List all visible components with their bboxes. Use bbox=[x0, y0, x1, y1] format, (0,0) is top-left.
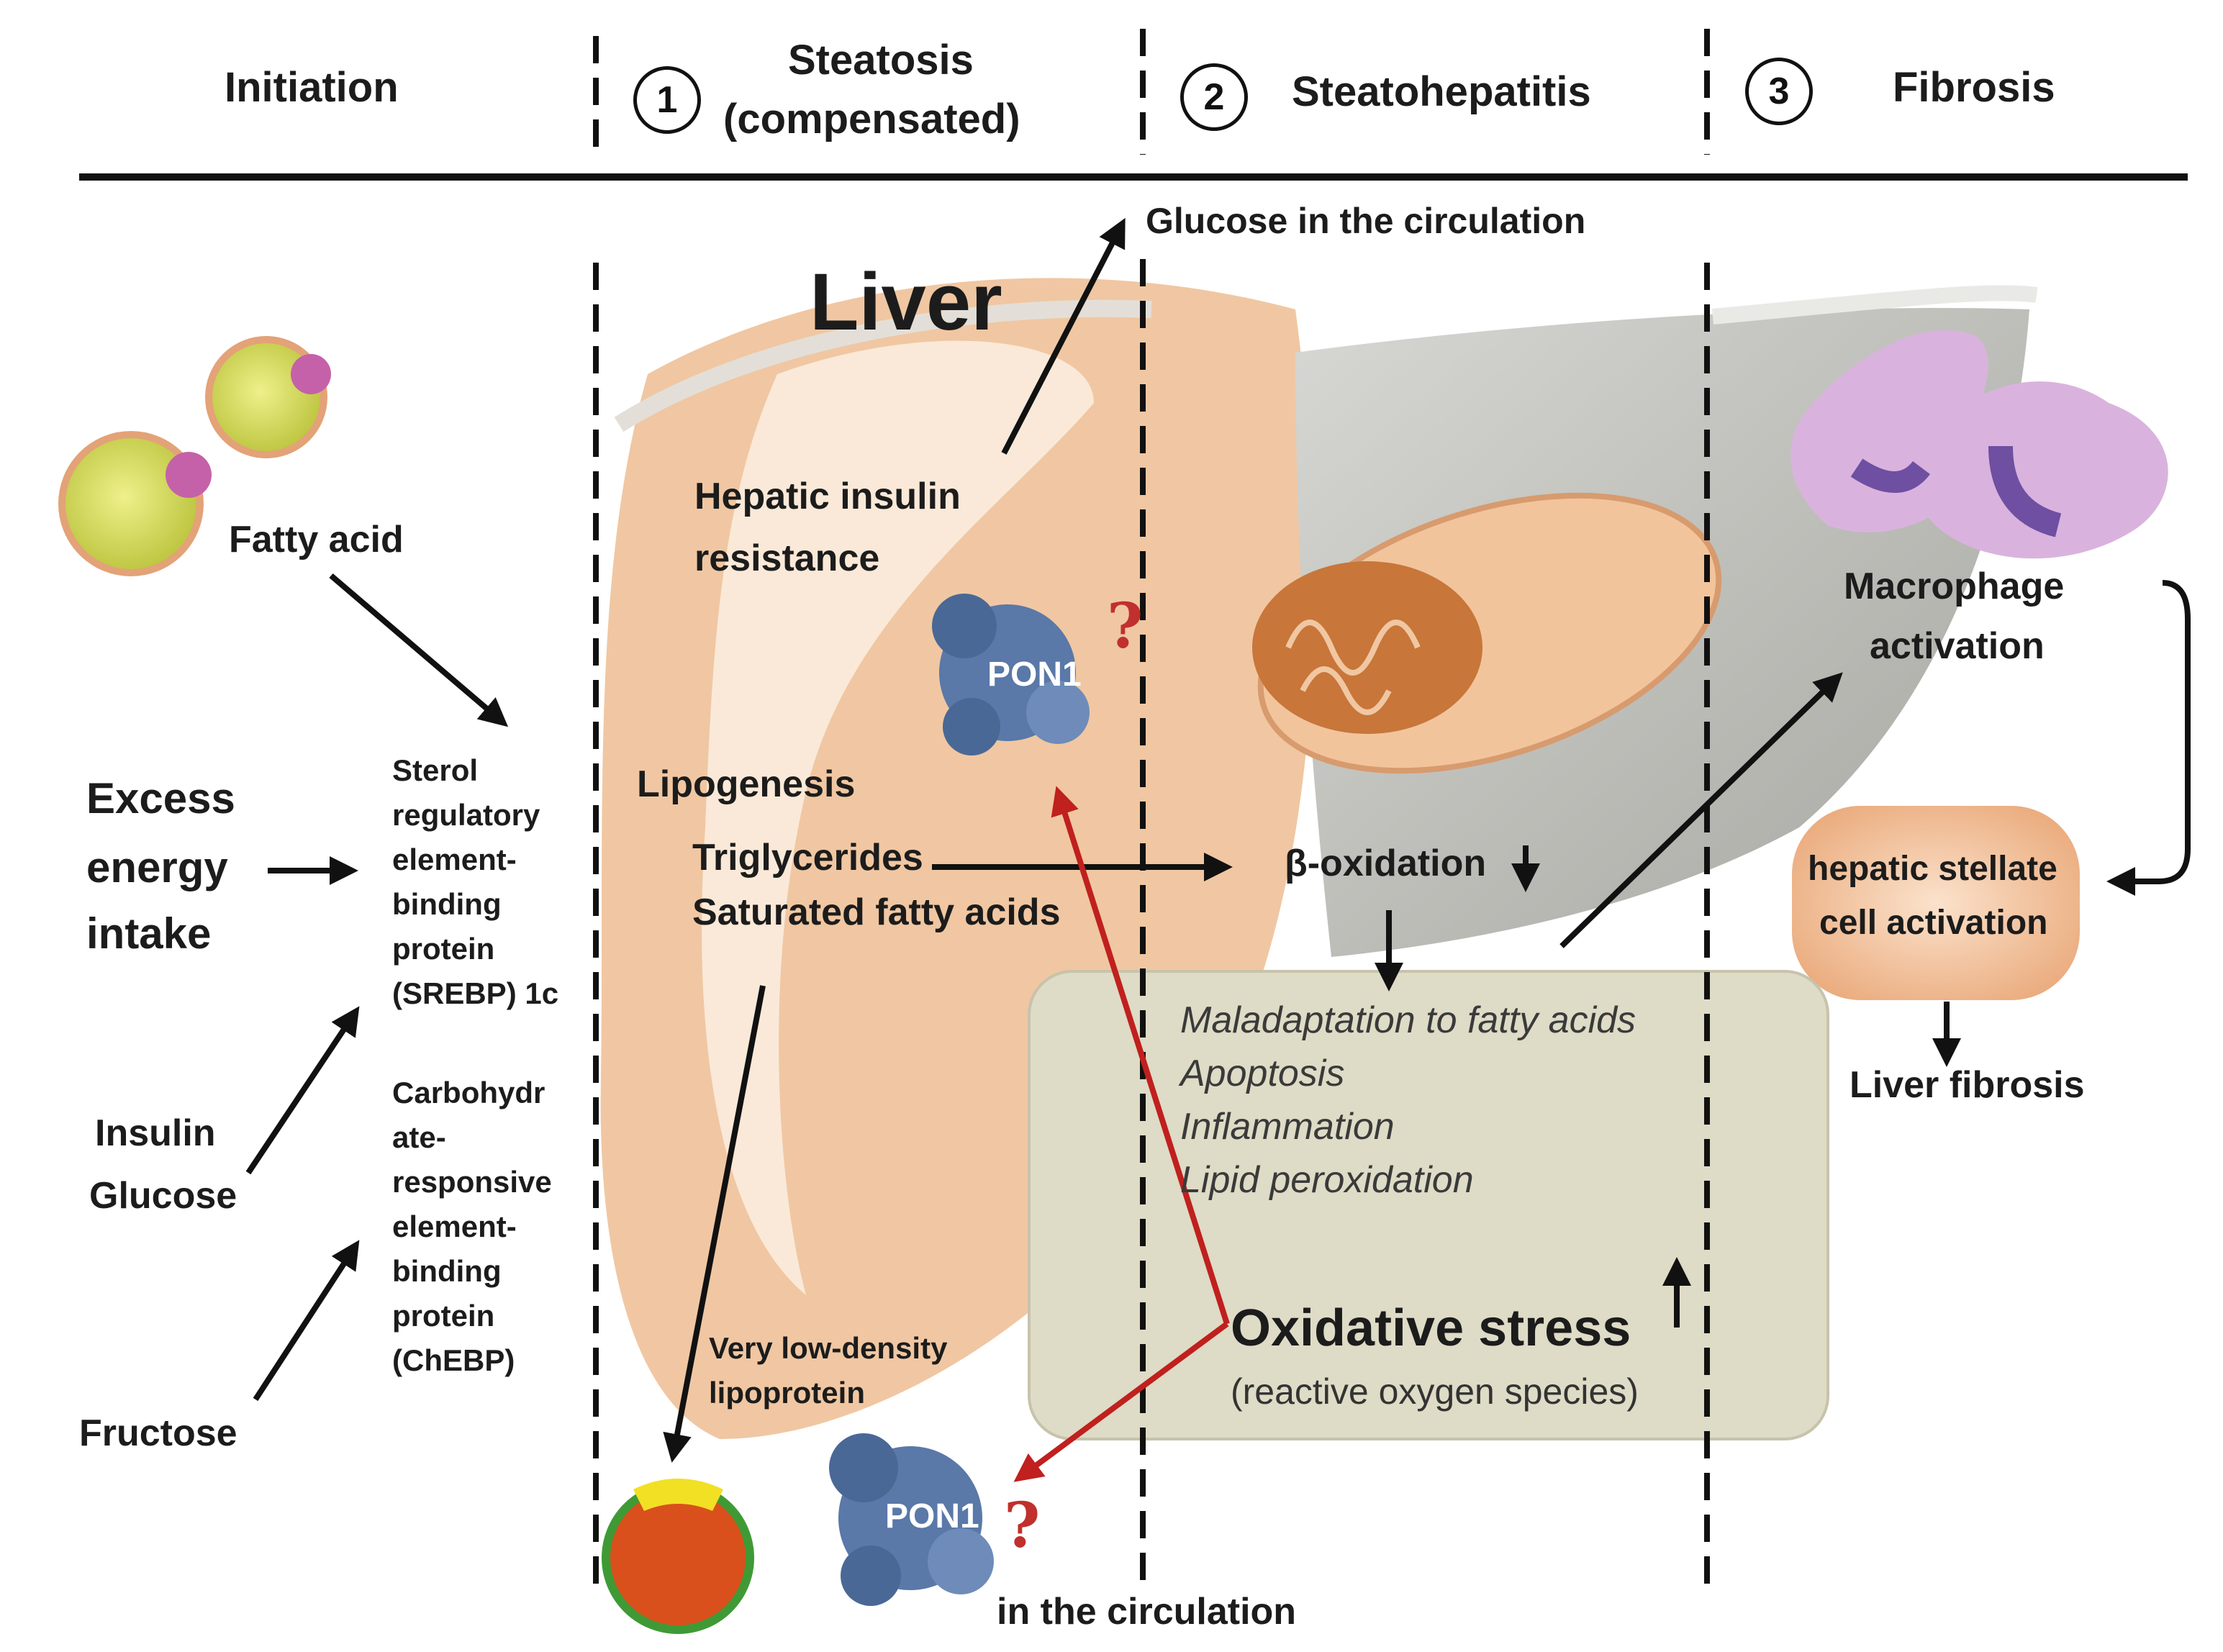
chrebp-line: element- bbox=[392, 1210, 517, 1243]
arrow-insulin-glucose bbox=[245, 1006, 360, 1175]
stage-1-title-line2: (compensated) bbox=[723, 96, 1020, 142]
arrow-to-macrophage bbox=[1559, 672, 1843, 948]
fatty-acid-label: Fatty acid bbox=[229, 519, 404, 560]
pon1-liver-question: ? bbox=[1107, 590, 1144, 663]
stage-3-title: Fibrosis bbox=[1893, 64, 2055, 111]
chrebp-line: binding bbox=[392, 1254, 502, 1288]
stellate-label-line1: hepatic stellate bbox=[1808, 850, 2057, 888]
arrow-glucose-circulation bbox=[1001, 217, 1126, 455]
mitochondrion bbox=[1252, 492, 1722, 774]
liver-fibrosis-label: Liver fibrosis bbox=[1850, 1064, 2085, 1106]
ros-label: (reactive oxygen species) bbox=[1231, 1371, 1639, 1412]
srebp-line: element- bbox=[392, 843, 517, 876]
pon1-circulation-label: PON1 bbox=[885, 1497, 979, 1535]
pon1-liver-label: PON1 bbox=[987, 655, 1082, 694]
chrebp-line: responsive bbox=[392, 1165, 552, 1199]
pon1-arrows bbox=[1013, 786, 1230, 1482]
beta-oxidation-label: β-oxidation bbox=[1285, 843, 1487, 884]
vldl-particle bbox=[602, 1479, 754, 1634]
lipogenesis-label: Lipogenesis bbox=[637, 763, 856, 805]
effect-inflammation: Inflammation bbox=[1180, 1106, 1395, 1148]
srebp-label: Sterol regulatory element- binding prote… bbox=[392, 748, 558, 1016]
glucose-label: Glucose bbox=[89, 1175, 237, 1217]
excess-energy-line2: energy bbox=[86, 843, 228, 891]
chrebp-line: (ChEBP) bbox=[392, 1343, 515, 1377]
stage-1-title-line1: Steatosis bbox=[788, 37, 974, 83]
stage-2-badge: 2 bbox=[1180, 63, 1248, 131]
chrebp-line: ate- bbox=[392, 1120, 446, 1154]
macrophage-label-line1: Macrophage bbox=[1844, 566, 2065, 607]
srebp-line: protein bbox=[392, 932, 495, 966]
fructose-label: Fructose bbox=[79, 1412, 237, 1454]
effect-lipid-peroxidation: Lipid peroxidation bbox=[1180, 1159, 1474, 1201]
vldl-label-line2: lipoprotein bbox=[709, 1376, 865, 1410]
excess-energy-line3: intake bbox=[86, 909, 212, 958]
macrophage-cells bbox=[1790, 330, 2168, 559]
pon1-circulation-question: ? bbox=[1004, 1489, 1041, 1562]
stage-3-badge: 3 bbox=[1745, 58, 1813, 125]
vldl-label-line1: Very low-density bbox=[709, 1331, 948, 1365]
glucose-circulation-label: Glucose in the circulation bbox=[1146, 201, 1586, 241]
hepatocyte-panel-edge bbox=[1712, 285, 2038, 324]
chrebp-label: Carbohydr ate- responsive element- bindi… bbox=[392, 1071, 552, 1383]
hepatic-insulin-line2: resistance bbox=[694, 537, 880, 579]
hepatic-insulin-line1: Hepatic insulin bbox=[694, 476, 961, 517]
stellate-cell bbox=[1792, 806, 2080, 1000]
pon1-protein-circulation bbox=[829, 1433, 994, 1606]
liver-edge bbox=[614, 299, 1152, 432]
effect-maladaptation: Maladaptation to fatty acids bbox=[1180, 999, 1636, 1041]
srebp-line: binding bbox=[392, 887, 502, 921]
adipocyte-cells bbox=[58, 336, 331, 576]
arrow-macrophage-to-stellate bbox=[2106, 580, 2191, 896]
stage-initiation-title: Initiation bbox=[225, 64, 399, 111]
insulin-label: Insulin bbox=[95, 1112, 216, 1154]
arrow-fructose bbox=[253, 1240, 360, 1402]
srebp-line: regulatory bbox=[392, 798, 540, 832]
liver-lobe-highlight bbox=[702, 340, 1094, 1296]
stellate-label-line2: cell activation bbox=[1819, 904, 2048, 942]
arrow-stress-to-pon1-circ bbox=[1013, 1321, 1229, 1482]
triglycerides-label: Triglycerides bbox=[692, 837, 923, 879]
srebp-line: (SREBP) 1c bbox=[392, 976, 559, 1010]
pon1-protein-liver bbox=[932, 594, 1090, 755]
stage-1-badge: 1 bbox=[633, 66, 701, 134]
stage-2-title: Steatohepatitis bbox=[1292, 68, 1591, 115]
srebp-line: Sterol bbox=[392, 753, 479, 787]
macrophage-label-line2: activation bbox=[1870, 625, 2045, 667]
effect-apoptosis: Apoptosis bbox=[1180, 1053, 1345, 1094]
oxidative-stress-label: Oxidative stress bbox=[1231, 1299, 1631, 1357]
arrow-to-vldl bbox=[663, 985, 766, 1463]
excess-energy-line1: Excess bbox=[86, 774, 235, 822]
liver-title: Liver bbox=[810, 257, 1002, 347]
arrow-stress-to-pon1-liver bbox=[1051, 786, 1230, 1325]
chrebp-line: Carbohydr bbox=[392, 1076, 545, 1109]
arrow-fatty-acid bbox=[329, 573, 509, 727]
in-the-circulation-label: in the circulation bbox=[997, 1591, 1297, 1633]
chrebp-line: protein bbox=[392, 1299, 495, 1333]
saturated-fatty-acids-label: Saturated fatty acids bbox=[692, 891, 1061, 933]
